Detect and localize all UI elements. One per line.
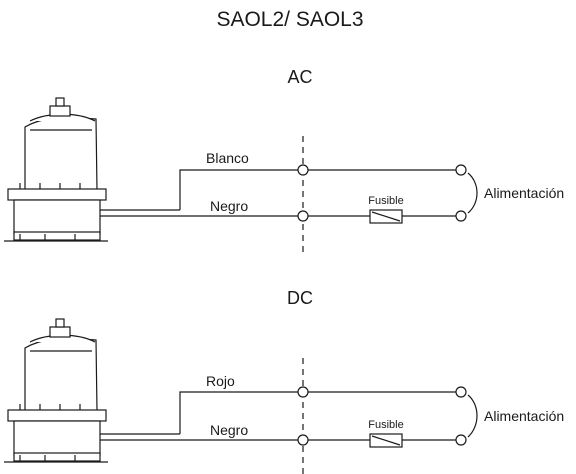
section-ac: AC Blanco Negro [4, 67, 564, 256]
power-terminal-top [455, 386, 467, 398]
beacon-lamp-icon [4, 97, 108, 242]
terminal-top [297, 164, 309, 176]
section-dc: DC Rojo Negro [4, 288, 564, 474]
power-label: Alimentación [484, 185, 564, 201]
power-label: Alimentación [484, 408, 564, 424]
power-terminal-bottom [455, 434, 467, 446]
terminal-bottom [297, 434, 309, 446]
power-brace [467, 394, 478, 438]
terminal-bottom [297, 210, 309, 222]
wire-top-label: Rojo [206, 373, 235, 389]
wire-bottom-label: Negro [210, 198, 248, 214]
power-brace [467, 172, 478, 214]
section-ac-heading: AC [287, 67, 312, 87]
fuse-label: Fusible [368, 195, 403, 207]
fuse-label: Fusible [368, 419, 403, 431]
power-terminal-top [455, 164, 467, 176]
wire-top-label: Blanco [206, 150, 249, 166]
wire-bottom-label: Negro [210, 422, 248, 438]
diagram-title: SAOL2/ SAOL3 [216, 8, 363, 31]
fuse-icon [369, 209, 403, 224]
power-terminal-bottom [455, 210, 467, 222]
fuse-icon [369, 433, 403, 448]
section-dc-heading: DC [287, 288, 313, 308]
terminal-top [297, 386, 309, 398]
beacon-lamp-icon [4, 318, 108, 463]
